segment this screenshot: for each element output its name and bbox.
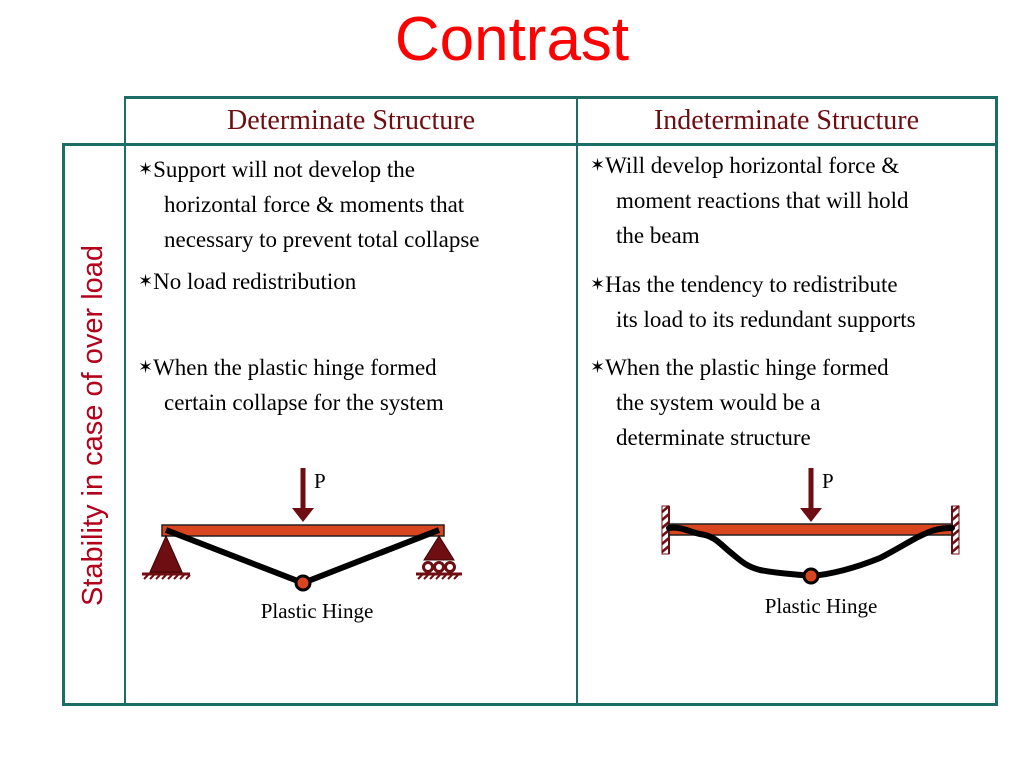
load-label: P: [822, 469, 834, 493]
bullet-line: the beam: [616, 223, 700, 248]
indeterminate-bullet-2: ✶Has the tendency to redistribute its lo…: [590, 267, 916, 337]
determinate-bullet-3: ✶When the plastic hinge formed certain c…: [138, 350, 444, 420]
indeterminate-beam-diagram: P Plastic Hinge: [661, 468, 960, 618]
table-header-bottom-border: [62, 143, 998, 146]
beam: [161, 524, 445, 537]
bullet-line: When the plastic hinge formed: [153, 355, 437, 380]
table-header-top-border: [124, 96, 998, 99]
column-divider: [576, 96, 578, 706]
determinate-bullet-1: ✶Support will not develop the horizontal…: [138, 152, 480, 257]
hinge-label: Plastic Hinge: [765, 594, 878, 618]
determinate-beam-diagram: P Plastic Hinge: [142, 468, 462, 623]
table-left-border: [62, 143, 65, 706]
load-arrow-icon: [292, 468, 314, 522]
table-bottom-border: [62, 703, 998, 706]
plastic-hinge-icon: [294, 574, 312, 592]
row-label-text: Stability in case of over load: [77, 244, 110, 606]
bullet-line: When the plastic hinge formed: [605, 355, 889, 380]
bullet-line: necessary to prevent total collapse: [164, 227, 480, 252]
column-header-determinate: Determinate Structure: [226, 105, 475, 136]
star-bullet-icon: ✶: [590, 155, 606, 175]
roller-support-icon: [416, 535, 462, 580]
bullet-line: No load redistribution: [153, 269, 357, 294]
column-header-indeterminate: Indeterminate Structure: [653, 105, 920, 136]
star-bullet-icon: ✶: [138, 159, 154, 179]
hinge-label: Plastic Hinge: [261, 599, 374, 623]
pin-support-icon: [142, 534, 191, 580]
bullet-line: Will develop horizontal force &: [605, 153, 900, 178]
table-right-border: [995, 96, 998, 706]
determinate-bullet-2: ✶No load redistribution: [138, 264, 356, 299]
star-bullet-icon: ✶: [138, 271, 154, 291]
star-bullet-icon: ✶: [590, 274, 606, 294]
star-bullet-icon: ✶: [590, 357, 606, 377]
bullet-line: Support will not develop the: [153, 157, 416, 182]
row-label-divider: [124, 96, 126, 706]
bullet-line: moment reactions that will hold: [616, 188, 909, 213]
bullet-line: its load to its redundant supports: [616, 307, 916, 332]
row-label: Stability in case of over load: [64, 146, 124, 704]
load-label: P: [314, 469, 326, 493]
bullet-line: the system would be a: [616, 390, 821, 415]
bullet-line: certain collapse for the system: [164, 390, 444, 415]
bullet-line: determinate structure: [616, 425, 811, 450]
slide-title: Contrast: [394, 5, 630, 74]
plastic-hinge-icon: [802, 567, 820, 585]
beam: [668, 523, 953, 536]
indeterminate-bullet-3: ✶When the plastic hinge formed the syste…: [590, 350, 889, 455]
star-bullet-icon: ✶: [138, 357, 154, 377]
indeterminate-bullet-1: ✶Will develop horizontal force & moment …: [590, 148, 909, 253]
load-arrow-icon: [800, 468, 822, 522]
bullet-line: horizontal force & moments that: [164, 192, 465, 217]
bullet-line: Has the tendency to redistribute: [605, 272, 898, 297]
deflected-shape-line: [666, 524, 955, 579]
